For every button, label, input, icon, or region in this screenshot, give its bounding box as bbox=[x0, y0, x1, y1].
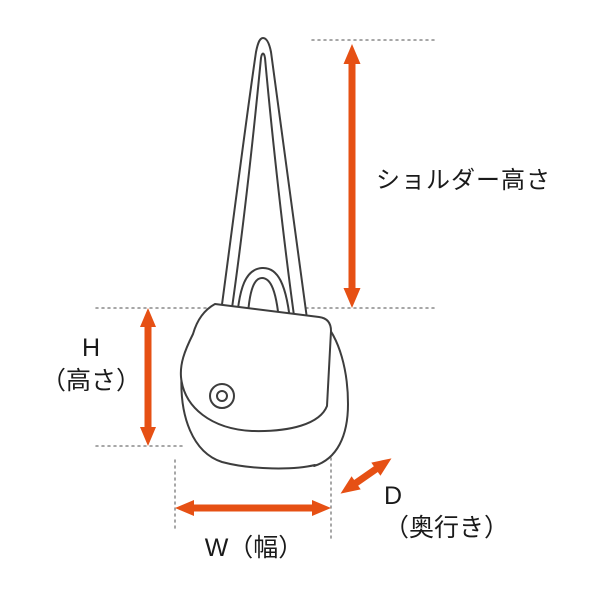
height-label-sub: （高さ） bbox=[40, 367, 141, 395]
front-flap bbox=[179, 303, 332, 433]
shoulder-height-arrow bbox=[343, 44, 361, 308]
shoulder-strap bbox=[220, 37, 309, 331]
height-label: H （高さ） bbox=[20, 332, 162, 398]
depth-label: D （奥行き） bbox=[384, 480, 509, 544]
snap-button-icon bbox=[209, 383, 235, 409]
width-label: W（幅） bbox=[204, 534, 304, 562]
height-label-letter: H bbox=[81, 334, 101, 362]
depth-label-letter: D bbox=[384, 482, 403, 510]
depth-arrow bbox=[340, 458, 392, 494]
depth-label-sub: （奥行き） bbox=[384, 514, 510, 542]
shoulder-height-label: ショルダー高さ bbox=[376, 167, 551, 194]
height-arrow bbox=[140, 308, 156, 446]
width-arrow bbox=[175, 500, 331, 516]
